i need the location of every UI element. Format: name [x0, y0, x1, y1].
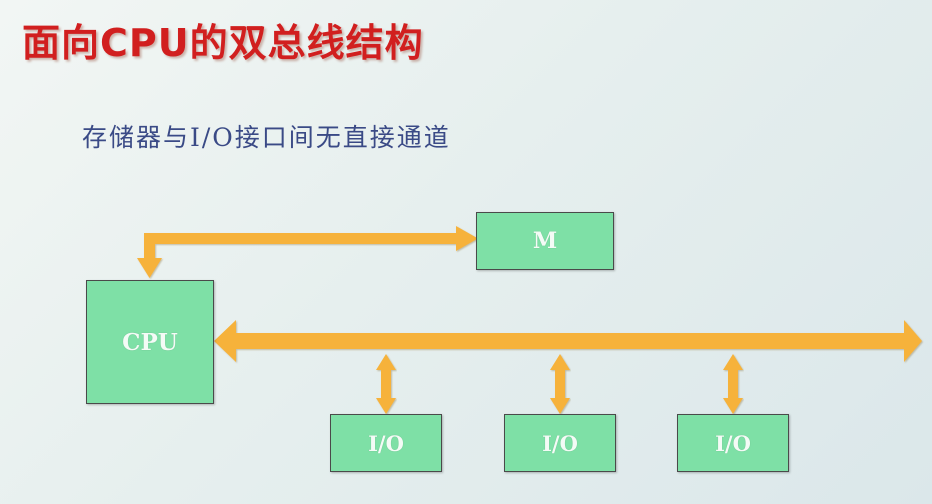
- io-link-arrow-1: [376, 354, 396, 414]
- io-link-arrow-3: [723, 354, 743, 414]
- memory-bus-arrow: [137, 226, 478, 278]
- slide-title: 面向CPU的双总线结构: [22, 21, 424, 65]
- io-box-2: I/O: [504, 414, 616, 472]
- io-box-1: I/O: [330, 414, 442, 472]
- io-system-bus: [214, 320, 922, 362]
- slide-subtitle: 存储器与I/O接口间无直接通道: [82, 123, 451, 152]
- io-link-arrow-2: [550, 354, 570, 414]
- io-box-3: I/O: [677, 414, 789, 472]
- cpu-box: CPU: [86, 280, 214, 404]
- memory-box: M: [476, 212, 614, 270]
